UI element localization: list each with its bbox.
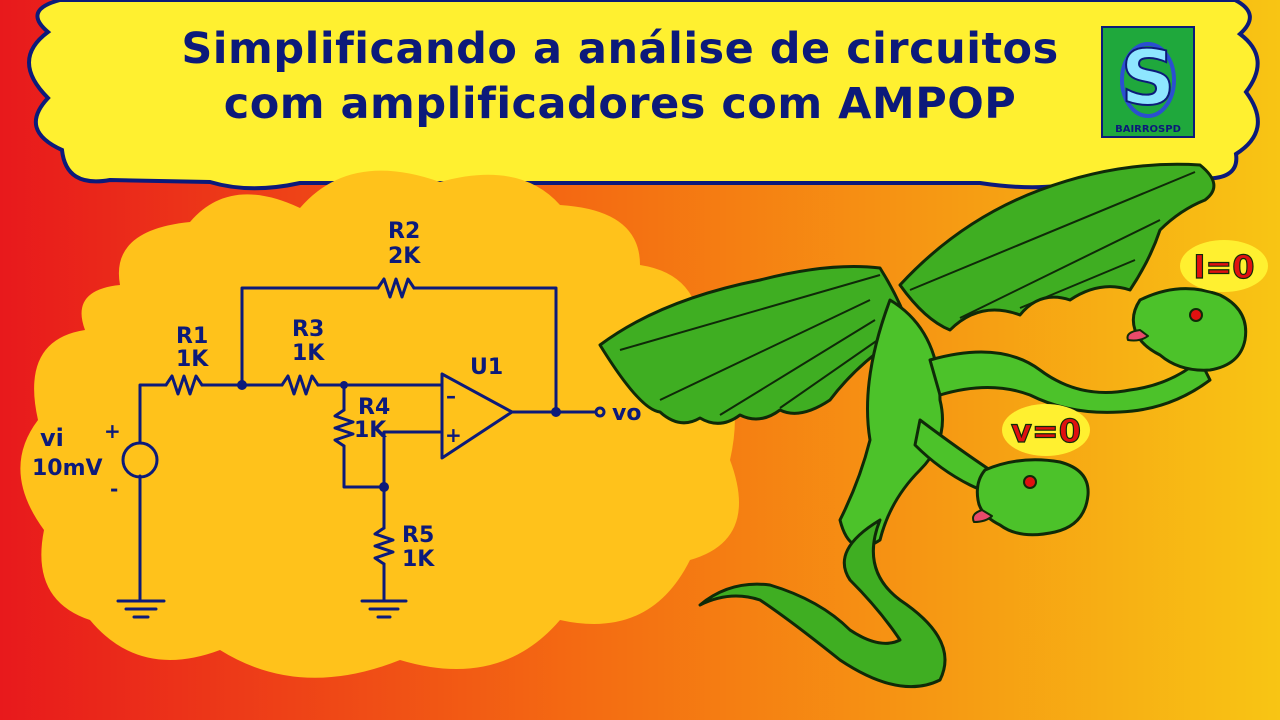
opamp-name: U1	[470, 355, 503, 380]
title-banner	[27, 0, 1260, 191]
r5-value: 1K	[402, 547, 435, 572]
r5-name: R5	[402, 523, 434, 548]
wire-r4-bottom	[342, 444, 386, 489]
logo-label: BAIRROSPD	[1115, 124, 1181, 135]
title-line-1: Simplificando a análise de circuitos	[181, 24, 1059, 74]
dragon-upper-neck	[928, 350, 1212, 414]
opamp-minus: –	[446, 384, 456, 408]
source-name: vi	[40, 424, 64, 452]
dragon-right-wing	[898, 162, 1216, 332]
r2-name: R2	[388, 219, 420, 244]
resistor-r5	[373, 526, 395, 566]
logo-letter: S	[1121, 33, 1176, 122]
bubble-voltage-text: v=0	[1011, 412, 1081, 450]
dragon-tail	[698, 518, 947, 689]
lower-head-tongue	[972, 509, 993, 523]
source-wire-top	[138, 383, 168, 445]
wire-noninverting-input	[382, 430, 442, 489]
r3-name: R3	[292, 317, 324, 342]
source-value: 10mV	[32, 456, 103, 481]
ground-right	[360, 599, 408, 619]
junction-dots	[237, 380, 561, 492]
r4-name: R4	[358, 395, 390, 420]
opamp-triangle	[440, 372, 514, 460]
r4-value: 1K	[354, 418, 387, 443]
output-label: vo	[612, 401, 641, 426]
source-minus: -	[110, 477, 118, 501]
ground-left	[116, 599, 166, 619]
r3-value: 1K	[292, 341, 325, 366]
r1-value: 1K	[176, 347, 209, 372]
resistor-r1	[164, 374, 204, 396]
bairrospd-logo: S BAIRROSPD	[1101, 26, 1195, 138]
dragon-lower-head	[975, 458, 1090, 537]
r2-value: 2K	[388, 244, 421, 269]
opamp-circuit	[116, 277, 606, 619]
upper-head-tongue	[1126, 329, 1149, 342]
upper-head-eye	[1189, 308, 1203, 322]
title-line-2: com amplificadores com AMPOP	[223, 79, 1017, 129]
title-block: Simplificando a análise de circuitos com…	[150, 22, 1090, 132]
resistor-r2	[376, 277, 416, 299]
output-terminal	[594, 406, 606, 418]
bubble-current-text: I=0	[1194, 248, 1255, 286]
lower-head-eye	[1023, 475, 1037, 489]
bubble-voltage-zero: v=0	[1002, 404, 1090, 456]
circuit-cloud	[20, 170, 739, 678]
two-headed-dragon-illustration	[598, 162, 1248, 689]
feedback-wire-right	[412, 286, 558, 414]
resistor-r3	[280, 374, 320, 396]
feedback-wire-left	[240, 286, 380, 387]
bubble-current-zero: I=0	[1180, 240, 1268, 292]
dragon-left-wing	[598, 265, 912, 425]
opamp-plus: +	[445, 423, 462, 447]
source-plus: +	[104, 419, 121, 443]
r1-name: R1	[176, 324, 208, 349]
resistor-r4	[333, 408, 355, 448]
